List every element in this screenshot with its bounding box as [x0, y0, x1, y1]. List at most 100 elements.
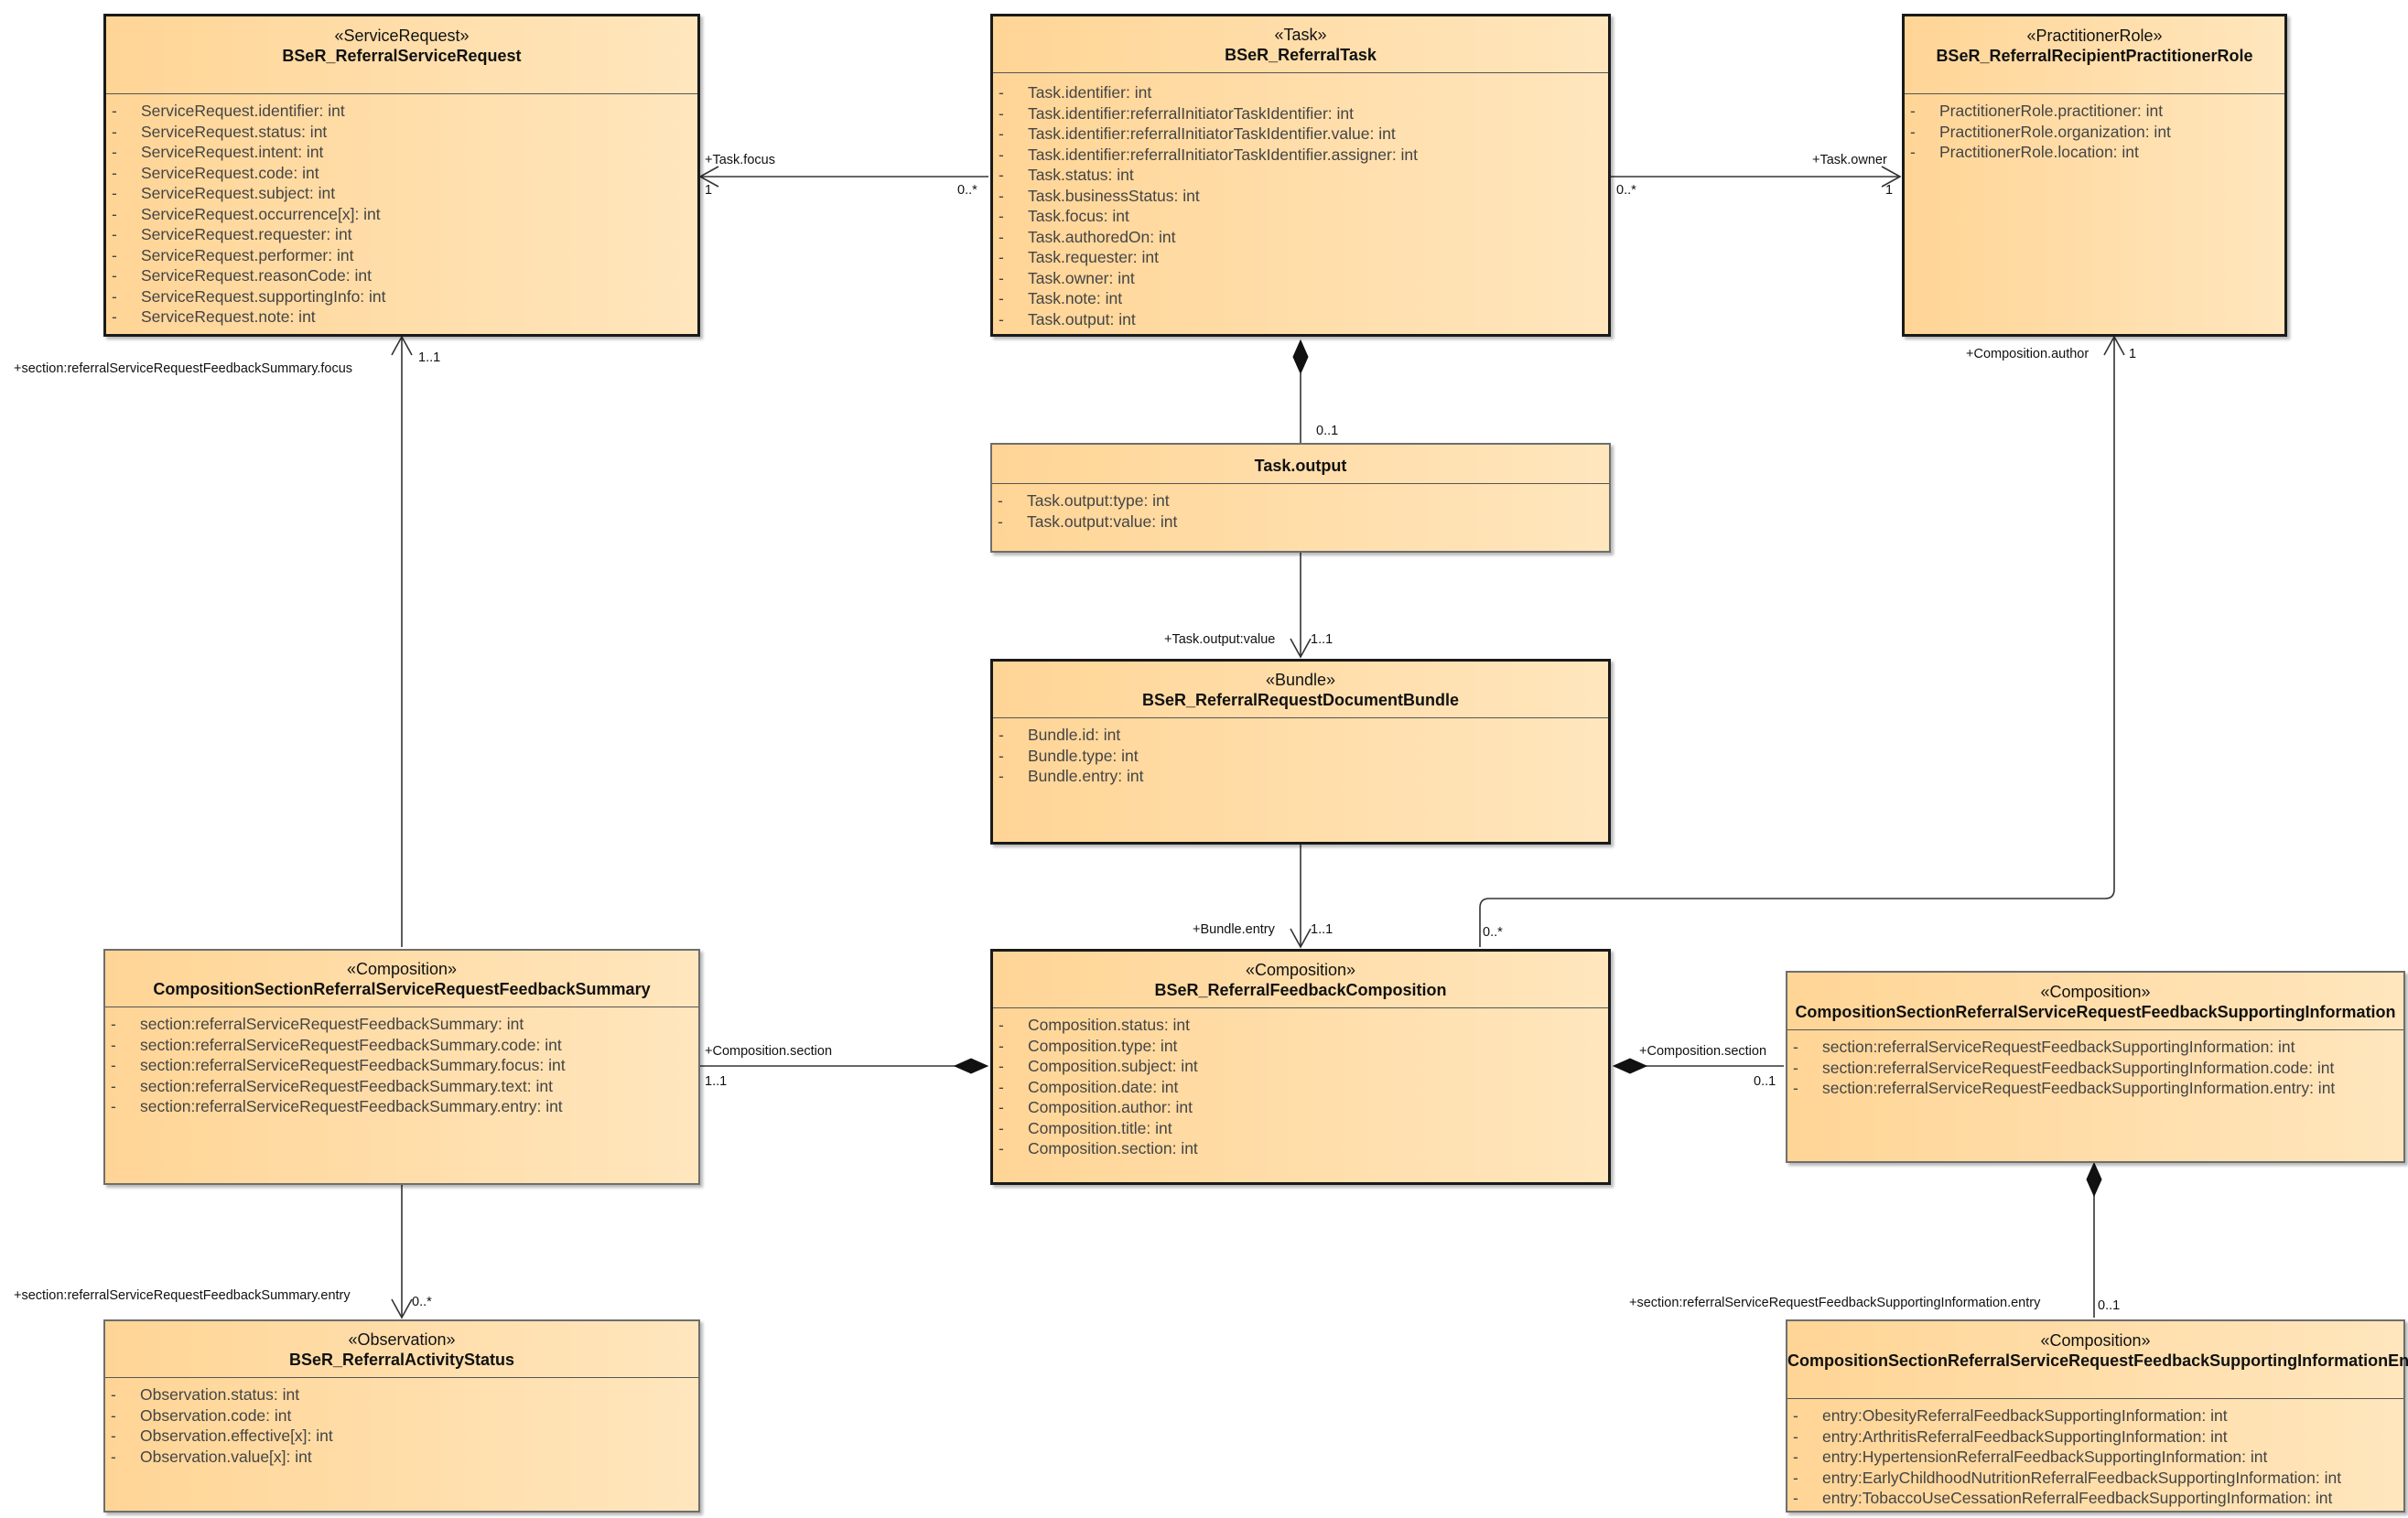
attribute-item: Observation.code: int: [105, 1405, 698, 1426]
attribute-list: Observation.status: intObservation.code:…: [105, 1378, 698, 1467]
label-supporting-entry-role: +section:referralServiceRequestFeedbackS…: [1629, 1296, 2041, 1310]
class-stereotype: «Composition»: [346, 960, 458, 978]
class-stereotype: «ServiceRequest»: [334, 27, 470, 45]
attribute-item: section:referralServiceRequestFeedbackSu…: [105, 1096, 698, 1117]
assoc-output-value-arrow: [1290, 638, 1312, 659]
attribute-list: section:referralServiceRequestFeedbackSu…: [105, 1007, 698, 1117]
class-header: «Composition» CompositionSectionReferral…: [1787, 973, 2403, 1030]
class-stereotype: «Task»: [1274, 26, 1327, 44]
class-referral-task[interactable]: «Task» BSeR_ReferralTask Task.identifier…: [990, 14, 1611, 337]
class-feedback-supporting-information-entry[interactable]: «Composition» CompositionSectionReferral…: [1786, 1319, 2408, 1513]
class-stereotype: «Bundle»: [1265, 671, 1336, 689]
attribute-item: section:referralServiceRequestFeedbackSu…: [1787, 1058, 2403, 1079]
attribute-item: ServiceRequest.intent: int: [106, 142, 697, 163]
label-supporting-entry-mult: 0..1: [2098, 1298, 2121, 1313]
class-name: BSeR_ReferralTask: [1225, 46, 1377, 64]
attribute-item: ServiceRequest.status: int: [106, 122, 697, 143]
attribute-item: section:referralServiceRequestFeedbackSu…: [105, 1076, 698, 1097]
label-bundle-entry-role: +Bundle.entry: [1193, 922, 1275, 937]
class-header: «Composition» BSeR_ReferralFeedbackCompo…: [993, 952, 1608, 1008]
label-summary-entry-role: +section:referralServiceRequestFeedbackS…: [14, 1288, 351, 1303]
class-stereotype: «Composition»: [2040, 983, 2151, 1001]
attribute-list: Task.output:type: intTask.output:value: …: [992, 484, 1609, 532]
class-recipient-practitioner-role[interactable]: «PractitionerRole» BSeR_ReferralRecipien…: [1902, 14, 2287, 337]
attribute-item: Composition.status: int: [993, 1015, 1608, 1036]
attribute-item: Task.output: int: [993, 309, 1608, 330]
attribute-item: Composition.title: int: [993, 1118, 1608, 1139]
class-referral-feedback-composition[interactable]: «Composition» BSeR_ReferralFeedbackCompo…: [990, 949, 1611, 1185]
attribute-item: entry:ArthritisReferralFeedbackSupportin…: [1787, 1426, 2403, 1448]
class-header: «Observation» BSeR_ReferralActivityStatu…: [105, 1321, 698, 1378]
label-summary-section-mult: 1..1: [705, 1074, 728, 1089]
attribute-item: entry:TobaccoUseCessationReferralFeedbac…: [1787, 1488, 2403, 1509]
label-task-owner-role: +Task.owner: [1812, 153, 1887, 167]
class-name: CompositionSectionReferralServiceRequest…: [1787, 1351, 2408, 1370]
class-name: BSeR_ReferralActivityStatus: [288, 1351, 515, 1369]
attribute-item: PractitionerRole.location: int: [1905, 142, 2284, 163]
label-summary-entry-mult: 0..*: [412, 1295, 432, 1309]
attribute-item: Task.output:type: int: [992, 490, 1609, 511]
class-stereotype: «Composition»: [2040, 1331, 2151, 1350]
class-name: Task.output: [1254, 457, 1347, 475]
attribute-item: ServiceRequest.occurrence[x]: int: [106, 204, 697, 225]
attribute-item: Observation.status: int: [105, 1384, 698, 1405]
label-output-value-mult: 1..1: [1311, 632, 1334, 647]
class-referral-service-request[interactable]: «ServiceRequest» BSeR_ReferralServiceReq…: [103, 14, 700, 337]
class-name: CompositionSectionReferralServiceRequest…: [1795, 1003, 2396, 1021]
class-name: CompositionSectionReferralServiceRequest…: [153, 980, 651, 998]
attribute-item: Composition.subject: int: [993, 1056, 1608, 1077]
attribute-item: PractitionerRole.practitioner: int: [1905, 101, 2284, 122]
class-name: BSeR_ReferralRecipientPractitionerRole: [1936, 47, 2253, 65]
composition-diamond-supporting-section: [1612, 1058, 1648, 1074]
label-composition-author-role: +Composition.author: [1966, 347, 2089, 361]
attribute-item: Composition.section: int: [993, 1138, 1608, 1159]
attribute-item: Composition.type: int: [993, 1036, 1608, 1057]
class-name: BSeR_ReferralRequestDocumentBundle: [1141, 691, 1460, 709]
attribute-item: section:referralServiceRequestFeedbackSu…: [105, 1014, 698, 1035]
class-name: BSeR_ReferralServiceRequest: [282, 47, 522, 65]
attribute-item: Bundle.type: int: [993, 746, 1608, 767]
attribute-item: ServiceRequest.subject: int: [106, 183, 697, 204]
class-referral-activity-status[interactable]: «Observation» BSeR_ReferralActivityStatu…: [103, 1319, 700, 1513]
class-name: BSeR_ReferralFeedbackComposition: [1154, 981, 1447, 999]
attribute-item: ServiceRequest.identifier: int: [106, 101, 697, 122]
attribute-item: Bundle.id: int: [993, 725, 1608, 746]
attribute-item: entry:EarlyChildhoodNutritionReferralFee…: [1787, 1468, 2403, 1489]
label-summary-section-role: +Composition.section: [705, 1044, 833, 1059]
label-summary-focus-role: +section:referralServiceRequestFeedbackS…: [14, 361, 353, 376]
class-feedback-supporting-information-section[interactable]: «Composition» CompositionSectionReferral…: [1786, 971, 2405, 1163]
attribute-item: Task.output:value: int: [992, 511, 1609, 533]
class-header: «Bundle» BSeR_ReferralRequestDocumentBun…: [993, 662, 1608, 718]
class-task-output[interactable]: Task.output Task.output:type: intTask.ou…: [990, 443, 1611, 553]
label-summary-focus-mult: 1..1: [418, 350, 441, 365]
attribute-item: ServiceRequest.performer: int: [106, 245, 697, 266]
attribute-item: ServiceRequest.reasonCode: int: [106, 265, 697, 286]
attribute-item: Composition.author: int: [993, 1097, 1608, 1118]
class-header: «PractitionerRole» BSeR_ReferralRecipien…: [1905, 16, 2284, 94]
label-task-focus-role: +Task.focus: [705, 153, 775, 167]
class-stereotype: «PractitionerRole»: [2026, 27, 2163, 45]
class-stereotype: «Composition»: [1245, 961, 1356, 979]
assoc-composition-author-line: [1479, 337, 2115, 947]
attribute-item: Task.identifier:referralInitiatorTaskIde…: [993, 145, 1608, 166]
attribute-item: Task.identifier:referralInitiatorTaskIde…: [993, 124, 1608, 145]
label-task-owner-target-mult: 1: [1885, 183, 1894, 198]
class-feedback-summary-section[interactable]: «Composition» CompositionSectionReferral…: [103, 949, 700, 1185]
assoc-composition-author-arrow: [2103, 335, 2125, 356]
attribute-item: Observation.effective[x]: int: [105, 1426, 698, 1447]
label-bundle-entry-mult: 1..1: [1311, 922, 1334, 937]
label-task-focus-source-mult: 0..*: [957, 183, 977, 198]
attribute-list: Composition.status: intComposition.type:…: [993, 1008, 1608, 1159]
class-referral-request-document-bundle[interactable]: «Bundle» BSeR_ReferralRequestDocumentBun…: [990, 659, 1611, 845]
label-supporting-section-mult: 0..1: [1754, 1074, 1776, 1089]
attribute-list: Bundle.id: intBundle.type: intBundle.ent…: [993, 718, 1608, 787]
attribute-item: Task.authoredOn: int: [993, 227, 1608, 248]
attribute-item: Task.owner: int: [993, 268, 1608, 289]
assoc-summary-focus-arrow: [391, 335, 413, 356]
class-stereotype: «Observation»: [348, 1330, 456, 1349]
label-composition-author-source-mult: 0..*: [1483, 925, 1503, 940]
class-header: «Composition» CompositionSectionReferral…: [105, 951, 698, 1007]
assoc-summary-entry-arrow: [391, 1298, 413, 1319]
composition-diamond-task-output: [1292, 339, 1309, 375]
attribute-item: Task.identifier:referralInitiatorTaskIde…: [993, 103, 1608, 124]
